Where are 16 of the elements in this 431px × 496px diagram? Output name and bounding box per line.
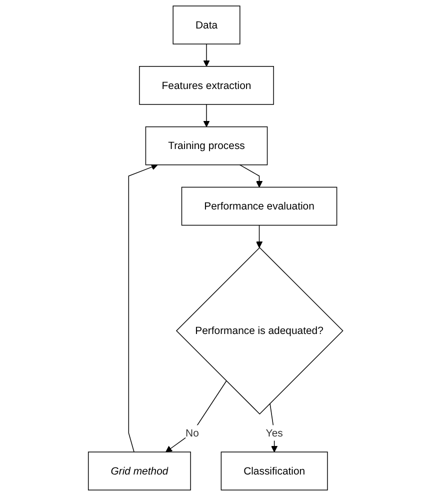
arrow: [203, 44, 210, 67]
arrow: [203, 104, 210, 128]
arrow: [165, 380, 227, 452]
arrow: [239, 164, 262, 188]
node-box: Training process: [145, 126, 268, 166]
node-box: Features extraction: [138, 66, 274, 105]
node-box: Data: [172, 6, 240, 44]
node-diamond: Performance is adequated?: [176, 247, 344, 414]
node-box: Grid method: [88, 452, 191, 490]
arrow: [128, 164, 158, 452]
edge-label: Yes: [266, 426, 283, 439]
edge-label: No: [185, 426, 199, 439]
arrow: [270, 402, 278, 452]
node-box: Performance evaluation: [181, 186, 338, 226]
arrow: [256, 224, 262, 248]
node-box: Classification: [220, 452, 328, 490]
